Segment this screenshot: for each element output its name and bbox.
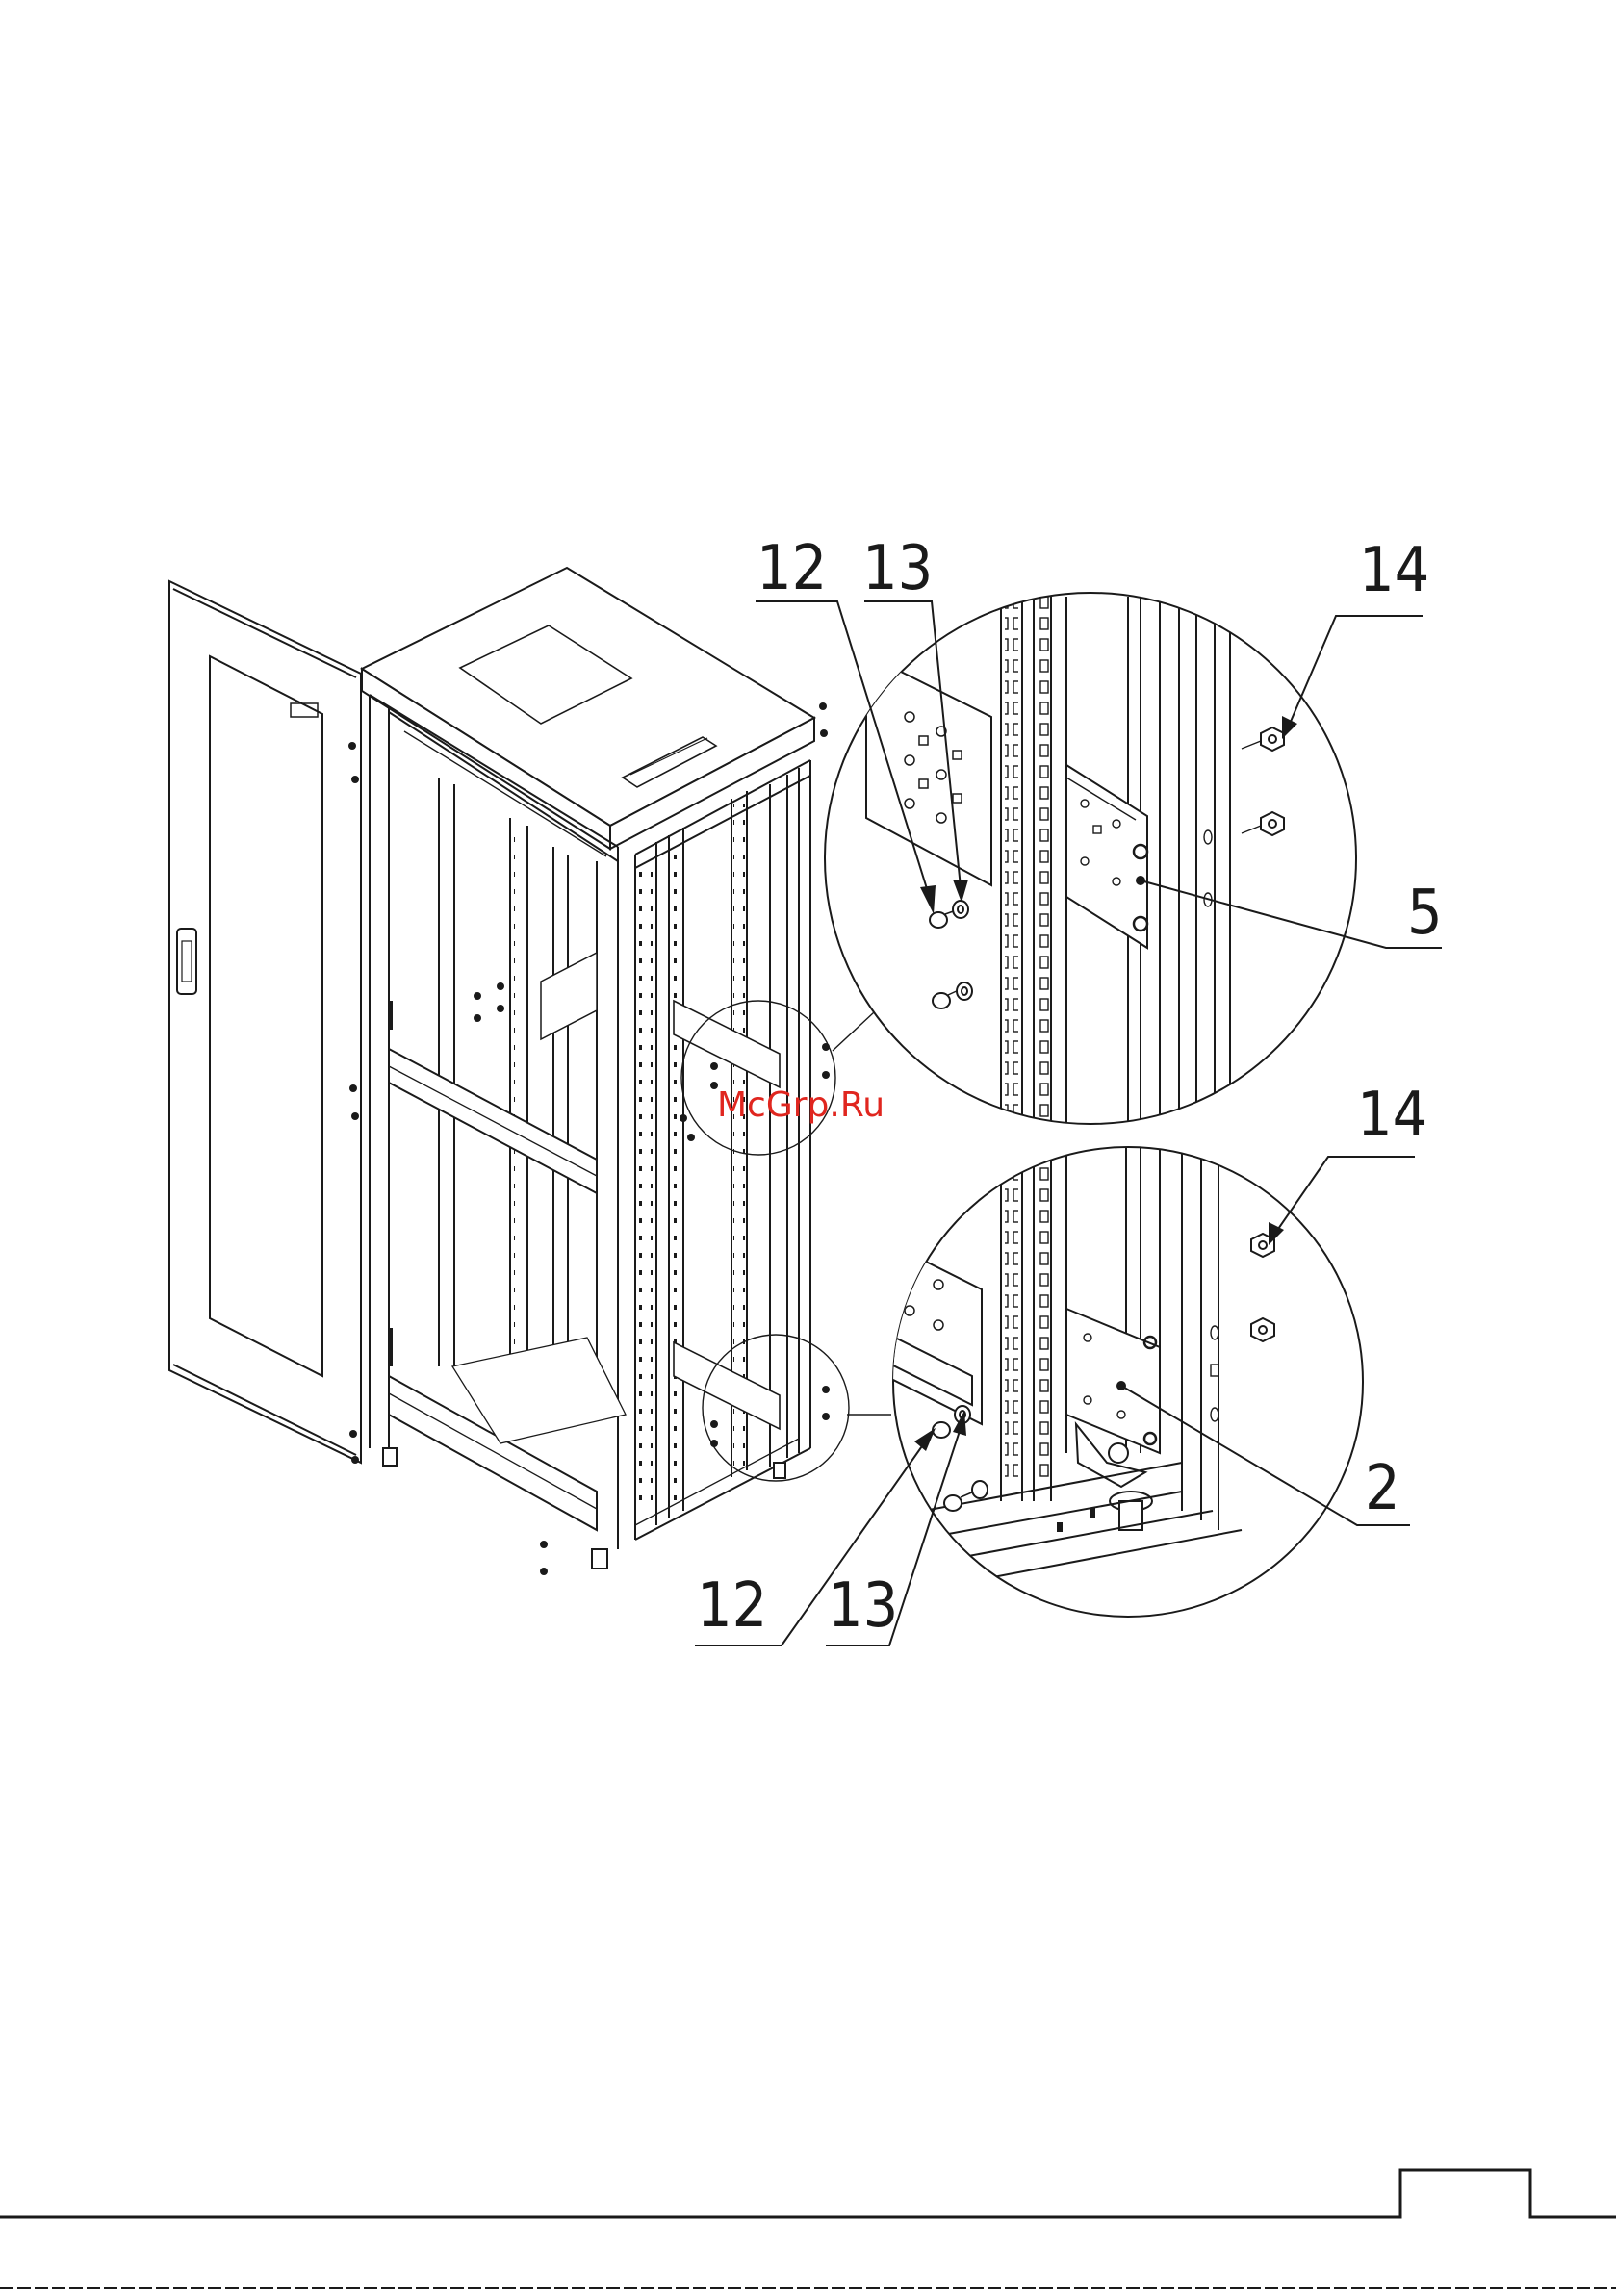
callout-5-top: 5 [1407, 878, 1443, 949]
callout-14-top: 14 [1359, 535, 1429, 606]
page-footer-frame [0, 2170, 1616, 2217]
callout-13-top: 13 [862, 533, 933, 604]
detail-view-bottom [876, 1135, 1363, 1617]
watermark-text: McGrp.Ru [717, 1085, 885, 1125]
callout-12-bottom: 12 [697, 1570, 767, 1642]
cabinet-drawing [169, 568, 891, 1575]
callout-13-bottom: 13 [828, 1570, 898, 1642]
callout-12-top: 12 [757, 533, 827, 604]
cabinet-door [169, 581, 391, 1463]
detail-view-top [825, 593, 1356, 1126]
callout-2-bottom: 2 [1365, 1453, 1400, 1524]
callout-14-bottom: 14 [1357, 1080, 1427, 1151]
